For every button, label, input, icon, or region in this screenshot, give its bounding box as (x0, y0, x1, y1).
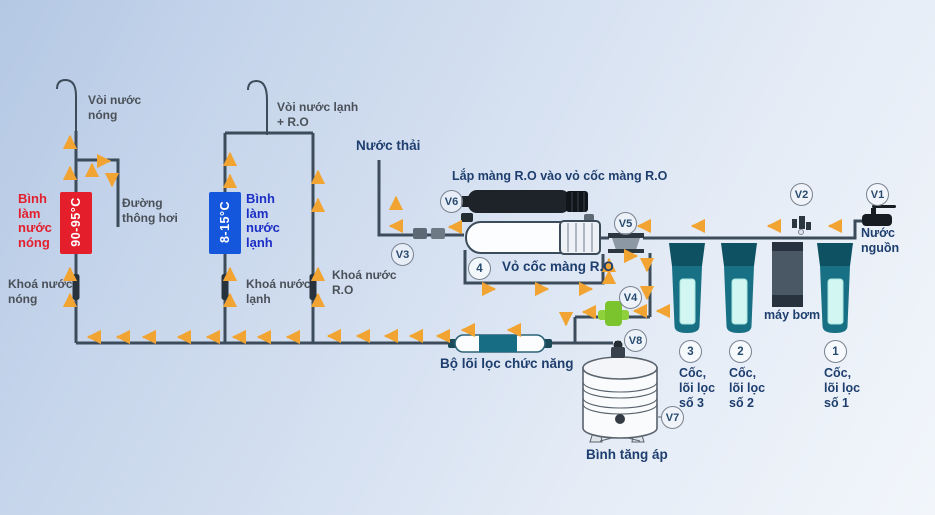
cold-faucet-icon (247, 79, 268, 135)
filter-3-badge: 3 (679, 340, 702, 363)
filter-2-badge: 2 (729, 340, 752, 363)
check-valve-icon (608, 233, 644, 253)
hot-shutoff-label: Khoá nước nóng (8, 277, 73, 306)
valve-tag-v6: V6 (440, 190, 463, 213)
source-fitting-icon (792, 216, 811, 235)
cold-tank-label: Bình làm nước lạnh (246, 191, 280, 250)
filter-3-label: Cốc, lõi lọc số 3 (679, 366, 716, 410)
hot-tank-temp: 90-95°C (69, 197, 83, 247)
hot-faucet-icon (56, 78, 77, 135)
valve-tag-v1: V1 (866, 183, 889, 206)
filter-1-badge: 1 (824, 340, 847, 363)
hot-tank-shape (60, 192, 92, 254)
cold-shutoff-label: Khoá nước lạnh (246, 277, 311, 306)
source-water-label: Nước nguồn (861, 226, 900, 255)
pump-shape (772, 242, 803, 307)
hot-tank-label: Bình làm nước nóng (18, 191, 52, 250)
valve-tag-v3: V3 (391, 243, 414, 266)
vent-label: Đường thông hơi (122, 196, 178, 225)
source-valve-icon (862, 205, 896, 226)
housing-number-badge: 4 (468, 257, 491, 280)
valve-tag-v7: V7 (661, 406, 684, 429)
filter-housing-3 (669, 243, 705, 333)
flow-arrows (62, 134, 843, 345)
pressure-tank-label: Bình tăng áp (586, 447, 668, 462)
membrane-install-note: Lắp màng R.O vào vỏ cốc màng R.O (452, 169, 668, 183)
valve-tag-v5: V5 (614, 212, 637, 235)
filter-2-label: Cốc, lõi lọc số 2 (729, 366, 766, 410)
cold-faucet-label: Vòi nước lạnh + R.O (277, 100, 359, 129)
hot-valve-icon (72, 274, 80, 300)
cold-valve-icon (221, 274, 229, 300)
filter-housing-1 (817, 243, 853, 333)
membrane-housing-shape (461, 213, 601, 255)
ro-membrane-shape (461, 190, 588, 213)
cold-tank-temp: 8-15°C (218, 200, 232, 244)
ro-shutoff-label: Khoá nước R.O (332, 268, 397, 297)
filter-1-label: Cốc, lõi lọc số 1 (824, 366, 861, 410)
pressure-tank-shape (582, 340, 658, 443)
green-valve-icon (598, 301, 629, 326)
waste-water-label: Nước thải (356, 138, 421, 153)
cold-tank-shape (209, 192, 241, 254)
hot-faucet-label: Vòi nước nóng (88, 93, 142, 122)
valve-tag-v8: V8 (624, 329, 647, 352)
filter-housing-2 (721, 243, 757, 333)
pump-label: máy bơm (764, 308, 821, 322)
membrane-housing-label: Vỏ cốc màng R.O (502, 259, 614, 274)
flow-restrictor-icon (413, 228, 445, 239)
valve-tag-v2: V2 (790, 183, 813, 206)
inline-filter-shape (448, 334, 552, 353)
inline-filter-label: Bộ lõi lọc chức năng (440, 356, 574, 371)
valve-tag-v4: V4 (619, 286, 642, 309)
